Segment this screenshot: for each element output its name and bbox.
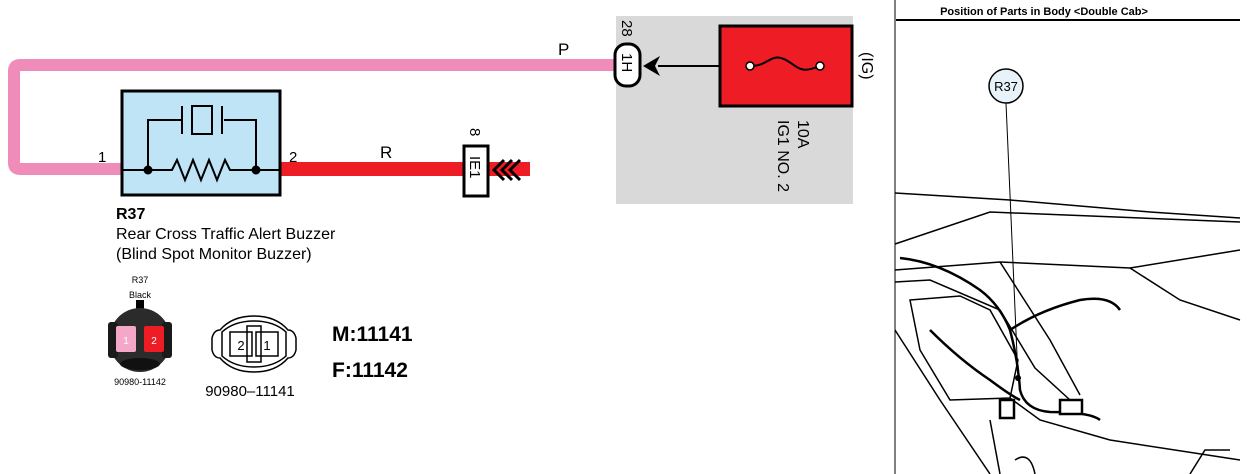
connector-photo-pin-2: 2 (151, 336, 157, 347)
pink-wire (8, 59, 614, 175)
connector-outline-part-number: 90980–11141 (205, 383, 295, 400)
buzzer-code: R37 (116, 206, 145, 223)
fuse-icon (745, 56, 825, 71)
connector-photo-color: Black (129, 290, 152, 300)
connector-photo (108, 300, 172, 372)
junction-ie1-code: IE1 (466, 156, 483, 179)
fuse-supply: (IG) (858, 52, 875, 80)
callout-leader (1005, 102, 1019, 379)
male-part-number: M:11141 (332, 323, 413, 346)
connector-photo-part-number: 90980-11142 (114, 377, 166, 387)
callout-target (1015, 375, 1021, 381)
red-wire-code: R (380, 143, 392, 162)
red-wire (280, 162, 530, 176)
pink-wire-code: P (558, 40, 569, 59)
buzzer-pin-1: 1 (98, 149, 106, 166)
female-part-number: F:11142 (332, 359, 408, 382)
connector-outline (211, 315, 297, 373)
junction-1h-arrow-icon (643, 56, 660, 76)
junction-1h-code: 1H (618, 53, 635, 72)
buzzer-name: Rear Cross Traffic Alert Buzzer (116, 226, 336, 243)
buzzer-pin-2: 2 (289, 149, 297, 166)
callout-code: R37 (994, 79, 1018, 94)
harness-drawing (899, 256, 1122, 422)
callout-bubble (988, 68, 1024, 104)
buzzer-name-sub: (Blind Spot Monitor Buzzer) (116, 246, 312, 263)
fuse-block (718, 24, 854, 108)
fuse-rating: 10A (794, 120, 811, 149)
junction-ie1-arrow-icon (491, 158, 522, 182)
truck-body-drawing (894, 192, 1241, 474)
junction-1h-box (613, 42, 642, 88)
junction-1h-pin: 28 (618, 20, 635, 37)
connector-photo-pin-1: 1 (123, 336, 129, 347)
fuse-name: IG1 NO. 2 (774, 120, 791, 192)
body-view-title: Position of Parts in Body <Double Cab> (940, 6, 1148, 18)
junction-ie1-box (462, 144, 490, 198)
connector-photo-code: R37 (132, 275, 149, 285)
connector-outline-pin-1: 1 (263, 338, 270, 353)
junction-ie1-pin: 8 (466, 128, 483, 136)
connector-outline-pin-2: 2 (237, 338, 244, 353)
buzzer-symbol (120, 89, 282, 197)
